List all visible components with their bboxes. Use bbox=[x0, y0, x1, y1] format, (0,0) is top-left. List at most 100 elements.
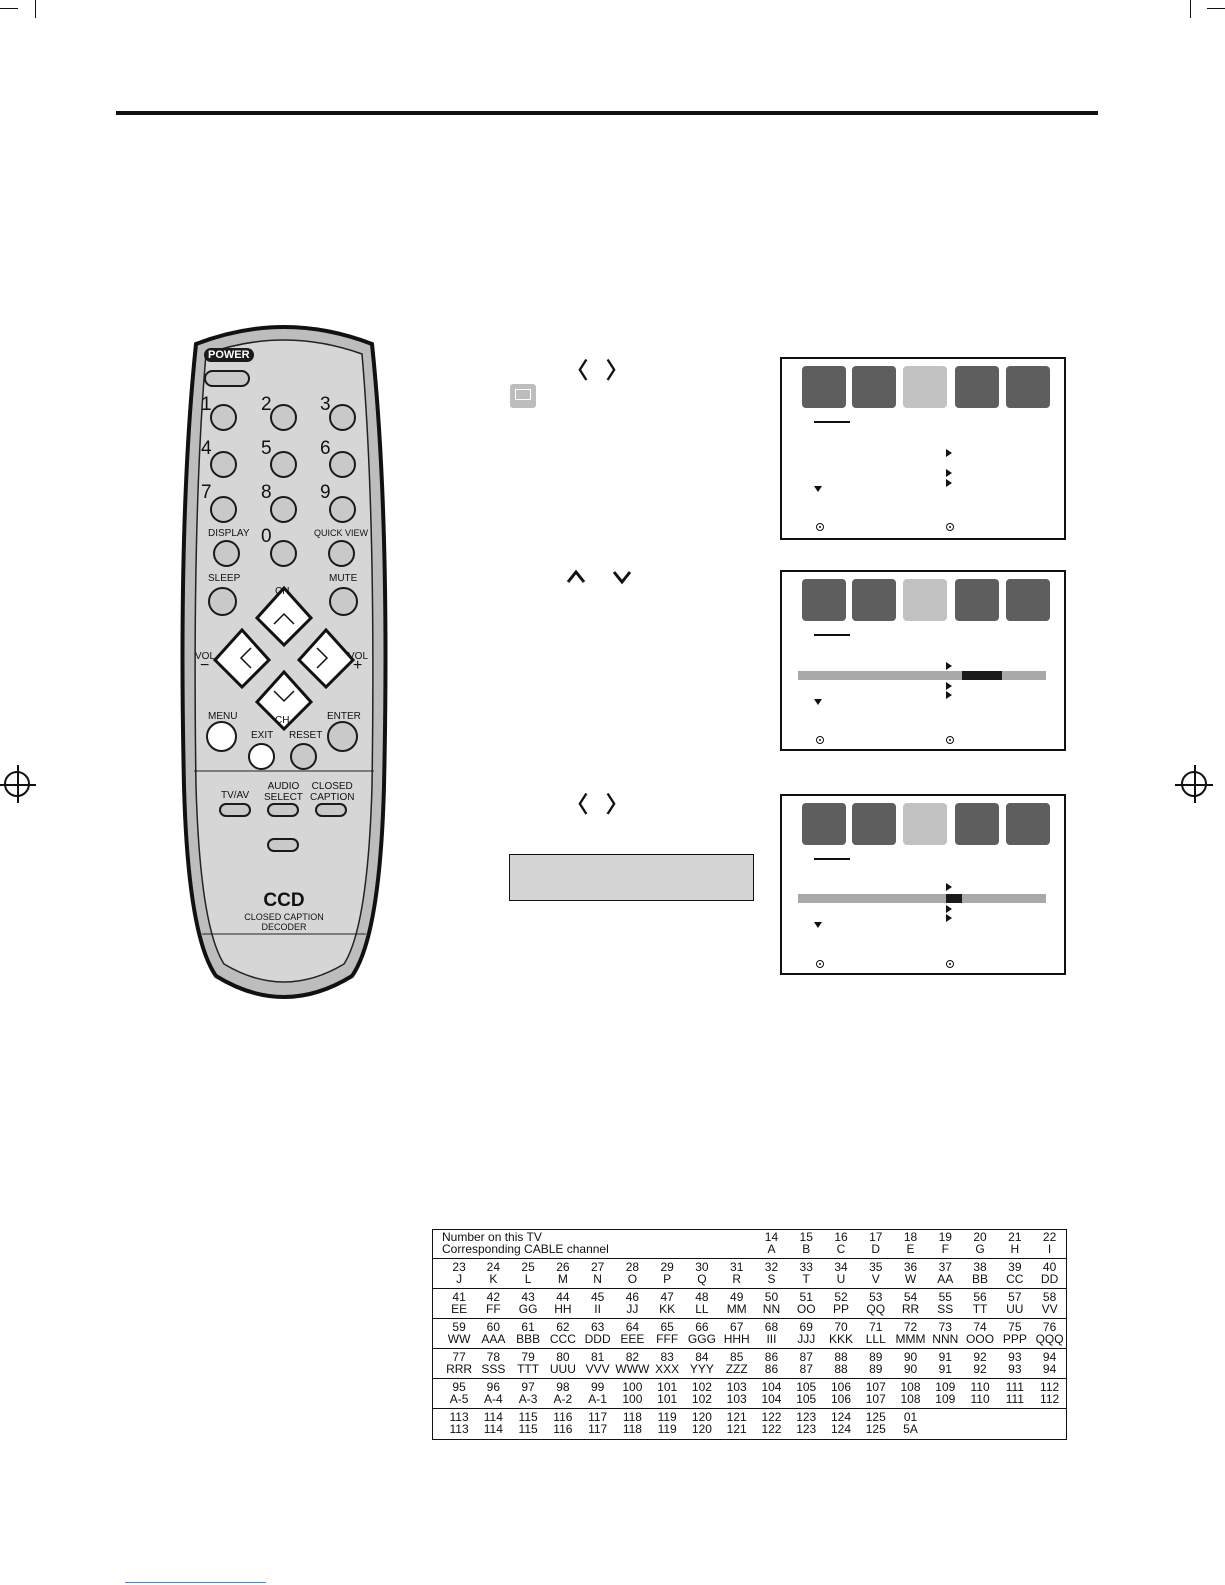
table-cell: 110 bbox=[970, 1392, 990, 1406]
table-cell: 35 bbox=[858, 1258, 894, 1273]
paintbrush-icon[interactable] bbox=[802, 803, 846, 845]
music-note-icon[interactable] bbox=[852, 803, 896, 845]
table-cell: III bbox=[766, 1332, 777, 1346]
vol-up-label: VOL bbox=[348, 651, 369, 662]
closed-caption-button[interactable] bbox=[315, 803, 347, 817]
digit-4-button[interactable] bbox=[210, 451, 237, 478]
digit-1-button[interactable] bbox=[210, 404, 237, 431]
table-cell: PP bbox=[832, 1302, 849, 1316]
closed-caption-label: CLOSED CAPTION bbox=[310, 781, 355, 803]
digit-8-button[interactable] bbox=[270, 496, 297, 523]
table-cell: 100 bbox=[615, 1378, 650, 1393]
tools-icon[interactable] bbox=[955, 366, 999, 408]
padlock-icon[interactable] bbox=[1006, 803, 1050, 845]
paintbrush-icon[interactable] bbox=[802, 366, 846, 408]
table-cell: 110 bbox=[962, 1378, 998, 1393]
select-dot-icon bbox=[816, 736, 824, 744]
audio-select-button[interactable] bbox=[267, 803, 299, 817]
menu-button[interactable] bbox=[206, 721, 237, 752]
table-cell: K bbox=[489, 1272, 498, 1286]
mute-button[interactable] bbox=[329, 587, 358, 616]
enter-button[interactable] bbox=[327, 721, 358, 752]
tvav-button[interactable] bbox=[219, 803, 251, 817]
quick-view-button[interactable] bbox=[328, 540, 355, 567]
digit-7-button[interactable] bbox=[210, 496, 237, 523]
tv-screen-icon[interactable] bbox=[903, 579, 947, 621]
table-gutter bbox=[432, 1408, 443, 1423]
highlight-bar[interactable] bbox=[798, 894, 1046, 903]
digit-3-button[interactable] bbox=[329, 404, 356, 431]
table-cell: 66 bbox=[684, 1318, 720, 1333]
table-cell: 17 bbox=[869, 1230, 883, 1244]
vol-down-button[interactable] bbox=[216, 631, 268, 691]
table-cell: 108 bbox=[900, 1392, 921, 1406]
table-cell: 100 bbox=[622, 1392, 643, 1406]
table-cell: A bbox=[767, 1242, 776, 1256]
sleep-button[interactable] bbox=[208, 587, 237, 616]
digit-5-button[interactable] bbox=[270, 451, 297, 478]
digit-2-button[interactable] bbox=[270, 404, 297, 431]
ccd-line-1: CLOSED CAPTION bbox=[244, 912, 324, 922]
table-cell: 122 bbox=[761, 1422, 782, 1436]
table-cell: 108 bbox=[893, 1378, 928, 1393]
table-cell: 87 bbox=[788, 1348, 824, 1363]
music-note-icon[interactable] bbox=[852, 366, 896, 408]
reset-button[interactable] bbox=[290, 743, 317, 770]
music-note-icon[interactable] bbox=[852, 579, 896, 621]
table-cell: S bbox=[767, 1272, 776, 1286]
menu-label: MENU bbox=[208, 711, 238, 722]
table-cell: 33 bbox=[788, 1258, 824, 1273]
table-gutter bbox=[432, 1303, 442, 1319]
table-cell: 71 bbox=[858, 1318, 894, 1333]
table-cell: CC bbox=[1006, 1272, 1024, 1286]
padlock-icon[interactable] bbox=[1006, 366, 1050, 408]
digit-label: 4 bbox=[201, 438, 212, 459]
table-cell: 87 bbox=[799, 1362, 813, 1376]
tv-screen-icon[interactable] bbox=[903, 366, 947, 408]
tools-icon[interactable] bbox=[955, 579, 999, 621]
table-gutter bbox=[432, 1333, 442, 1349]
table-cell: MM bbox=[726, 1302, 747, 1316]
tools-icon[interactable] bbox=[955, 803, 999, 845]
digit-6-button[interactable] bbox=[329, 451, 356, 478]
table-cell: 93 bbox=[997, 1348, 1033, 1363]
table-cell: 5A bbox=[903, 1422, 918, 1436]
table-cell bbox=[962, 1408, 998, 1423]
table-cell: 102 bbox=[684, 1378, 720, 1393]
table-cell: 89 bbox=[858, 1348, 894, 1363]
table-cell: 01 bbox=[893, 1408, 928, 1423]
tv-screen-icon[interactable] bbox=[903, 803, 947, 845]
table-cell: 70 bbox=[823, 1318, 859, 1333]
crop-mark bbox=[1190, 0, 1191, 18]
table-cell: 25 bbox=[510, 1258, 546, 1273]
digit-0-button[interactable] bbox=[270, 540, 297, 567]
table-cell: 120 bbox=[684, 1408, 720, 1423]
vol-up-button[interactable] bbox=[300, 631, 352, 691]
highlight-bar[interactable] bbox=[798, 671, 1046, 680]
paintbrush-icon[interactable] bbox=[802, 579, 846, 621]
table-cell: 48 bbox=[684, 1288, 720, 1303]
unlabeled-oval-button[interactable] bbox=[267, 838, 299, 852]
table-cell: JJJ bbox=[797, 1332, 816, 1346]
power-button[interactable] bbox=[204, 370, 250, 387]
table-cell: 125 bbox=[858, 1408, 894, 1423]
table-cell: 91 bbox=[938, 1362, 952, 1376]
osd-screen-2 bbox=[780, 570, 1066, 751]
table-cell: 65 bbox=[649, 1318, 685, 1333]
table-cell: 116 bbox=[545, 1408, 581, 1423]
step3-right-arrow-icon: 〉 bbox=[606, 792, 629, 817]
table-cell: 105 bbox=[788, 1378, 824, 1393]
table-cell: 89 bbox=[869, 1362, 883, 1376]
display-button[interactable] bbox=[213, 540, 240, 567]
exit-button[interactable] bbox=[248, 743, 275, 770]
digit-9-button[interactable] bbox=[329, 496, 356, 523]
submenu-arrow-icon bbox=[946, 914, 952, 922]
padlock-icon[interactable] bbox=[1006, 579, 1050, 621]
table-cell: 43 bbox=[510, 1288, 546, 1303]
table-cell: WW bbox=[447, 1332, 471, 1346]
table-cell: 97 bbox=[510, 1378, 546, 1393]
table-cell: EE bbox=[451, 1302, 468, 1316]
